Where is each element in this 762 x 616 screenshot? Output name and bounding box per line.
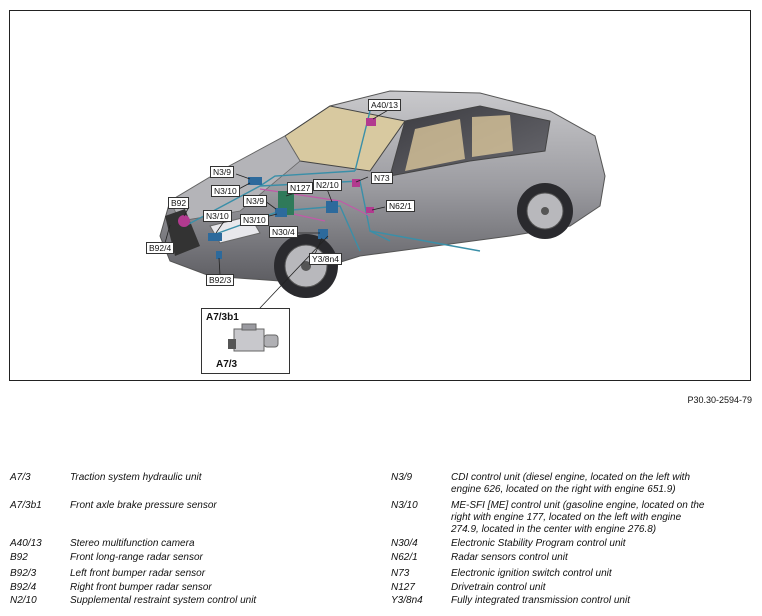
legend-description: Radar sensors control unit [451, 552, 568, 563]
inset-label-a7-3: A7/3 [216, 359, 238, 370]
legend-right: N3/9 CDI control unit (diesel engine, loc… [391, 472, 756, 612]
inset-hydraulic-unit: A7/3b1 A7/3 [201, 308, 290, 374]
component-n2-10 [326, 201, 338, 213]
legend-code: N127 [391, 582, 415, 593]
legend-code: N3/9 [391, 472, 413, 483]
legend-code: B92 [10, 552, 28, 563]
legend-description: CDI control unit (diesel engine, located… [451, 472, 691, 483]
legend-description: Supplemental restraint system control un… [70, 595, 257, 606]
legend-description: Front long-range radar sensor [70, 552, 203, 563]
rear-wheel [517, 183, 573, 239]
legend-code: N62/1 [391, 552, 418, 563]
legend-code: Y3/8n4 [391, 595, 423, 606]
legend-description: ME-SFI [ME] control unit (gasoline engin… [451, 500, 705, 511]
legend-description: Fully integrated transmission control un… [451, 595, 630, 606]
callout-b92-3: B92/3 [206, 274, 235, 286]
component-a40-13 [366, 118, 376, 126]
legend-description: Traction system hydraulic unit [70, 472, 202, 483]
front-wheel [274, 234, 338, 298]
legend-description: Front axle brake pressure sensor [70, 500, 217, 511]
legend-description: Left front bumper radar sensor [70, 568, 206, 579]
legend-code: N30/4 [391, 538, 418, 549]
legend-description: Right front bumper radar sensor [70, 582, 212, 593]
legend-description: 274.9, located in the center with engine… [451, 524, 657, 535]
legend-code: B92/3 [10, 568, 37, 579]
callout-n73: N73 [371, 172, 393, 184]
figure-reference: P30.30-2594-79 [687, 395, 752, 405]
legend-description: engine 626, located on the right with en… [451, 484, 676, 495]
legend-code: N73 [391, 568, 410, 579]
legend-code: A7/3 [10, 472, 31, 483]
callout-n127: N127 [287, 182, 314, 194]
hydraulic-unit-image [228, 323, 279, 352]
inset-label-a7-3b1: A7/3b1 [206, 312, 239, 323]
callout-n3-10: N3/10 [211, 185, 240, 197]
legend-description: Stereo multifunction camera [70, 538, 195, 549]
legend-code: N3/10 [391, 500, 418, 511]
callout-y3-8n4: Y3/8n4 [309, 253, 342, 265]
legend-description: Electronic Stability Program control uni… [451, 538, 626, 549]
callout-n3-9: N3/9 [243, 195, 267, 207]
legend-code: N2/10 [10, 595, 37, 606]
legend-code: A40/13 [10, 538, 42, 549]
legend-description: right with engine 177, located on the le… [451, 512, 682, 523]
callout-n2-10: N2/10 [313, 179, 342, 191]
callout-n3-10: N3/10 [203, 210, 232, 222]
callout-n62-1: N62/1 [386, 200, 415, 212]
callout-b92-4: B92/4 [146, 242, 175, 254]
legend-code: B92/4 [10, 582, 37, 593]
callout-n3-10: N3/10 [240, 214, 269, 226]
callout-a40-13: A40/13 [368, 99, 401, 111]
vehicle-illustration-frame: A40/13 N73 N3/9 N3/10 N127 N2/10 N3/9 N6… [9, 10, 751, 381]
legend-description: Electronic ignition switch control unit [451, 568, 612, 579]
callout-b92: B92 [168, 197, 190, 209]
callout-n30-4: N30/4 [269, 226, 298, 238]
car-illustration [159, 90, 606, 309]
legend-description: Drivetrain control unit [451, 582, 546, 593]
legend-code: A7/3b1 [10, 500, 42, 511]
callout-n3-9: N3/9 [210, 166, 234, 178]
